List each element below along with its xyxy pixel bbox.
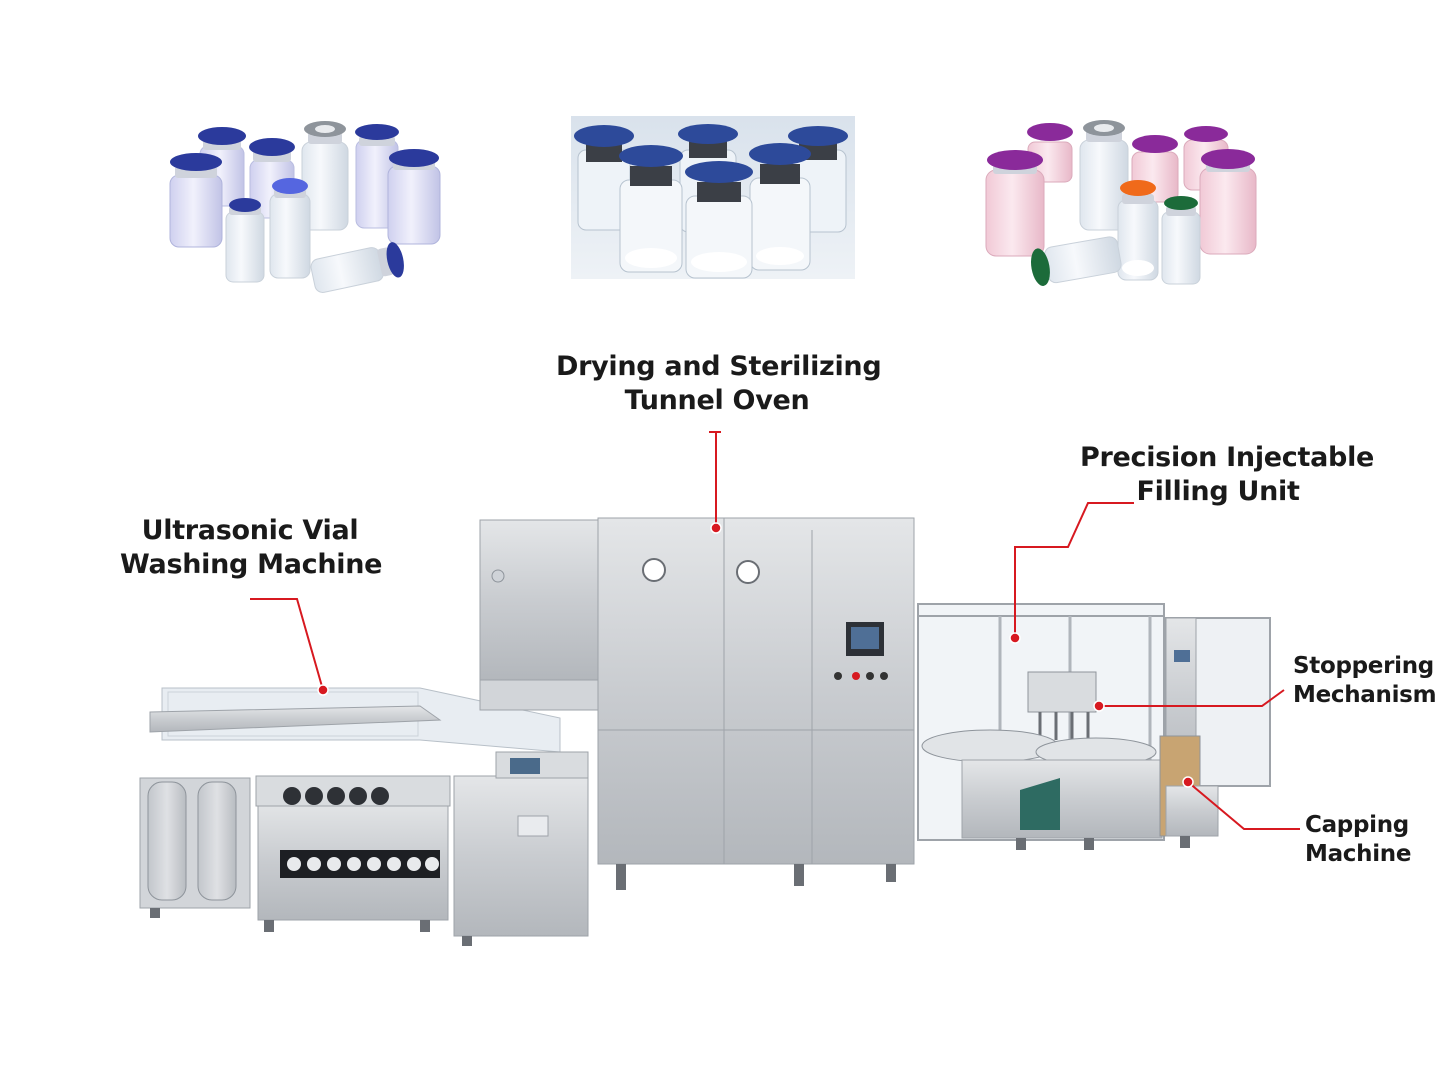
callout-dots [317, 522, 1194, 788]
vial-image [1079, 120, 1129, 231]
label-stoppering-mechanism-line2: Mechanism [1293, 681, 1437, 708]
label-filling-unit-line2: Filling Unit [1136, 475, 1300, 507]
vial-image [225, 198, 265, 283]
label-capping-machine-line1: Capping [1305, 812, 1409, 838]
callout-dot-oven [710, 522, 722, 534]
filling-unit [917, 603, 1165, 841]
callout-lines [250, 431, 1300, 830]
label-capping-machine: Capping Machine [1305, 811, 1435, 869]
capping-machine [1016, 617, 1271, 850]
callout-dot-stopper [1093, 700, 1105, 712]
vial-photo-closeup [571, 116, 855, 279]
label-tunnel-oven-line1: Drying and Sterilizing [556, 351, 882, 382]
label-filling-unit-line1: Precision Injectable [1080, 442, 1375, 473]
vial-image [619, 145, 683, 273]
label-tunnel-oven: Drying and Sterilizing Tunnel Oven [556, 350, 882, 418]
label-stoppering-mechanism: Stoppering Mechanism [1293, 652, 1443, 710]
label-stoppering-mechanism-line1: Stoppering [1293, 653, 1434, 679]
washing-machine [139, 687, 589, 946]
vial-image [310, 242, 404, 293]
vial-photo-blue [169, 121, 441, 293]
callout-dot-filler [1009, 632, 1021, 644]
label-filling-unit: Precision Injectable Filling Unit [1080, 441, 1375, 509]
tunnel-oven [479, 517, 915, 890]
callout-line-capper [1187, 781, 1300, 830]
label-washing-machine-line2: Washing Machine [120, 548, 383, 580]
callout-line-filler [1014, 502, 1134, 638]
vial-image [1161, 196, 1201, 285]
callout-dot-washer [317, 684, 329, 696]
vial-image [1117, 180, 1159, 281]
vial-image [985, 150, 1045, 257]
vial-image [301, 121, 349, 231]
vial-image [169, 153, 223, 248]
vial-image [1030, 236, 1122, 286]
vial-image [574, 125, 634, 231]
label-capping-machine-line2: Machine [1305, 840, 1412, 867]
callout-dot-capper [1182, 776, 1194, 788]
label-tunnel-oven-line2: Tunnel Oven [624, 384, 810, 416]
label-washing-machine-line1: Ultrasonic Vial [141, 515, 359, 546]
vial-image [749, 143, 811, 271]
callout-line-stopper [1099, 689, 1285, 707]
vial-photo-purple [985, 120, 1257, 286]
callout-line-washer [250, 598, 324, 691]
label-washing-machine: Ultrasonic Vial Washing Machine [120, 514, 383, 582]
vial-image [1199, 149, 1257, 255]
vial-image [269, 178, 311, 279]
vial-image [685, 161, 753, 279]
vial-image [387, 149, 441, 245]
